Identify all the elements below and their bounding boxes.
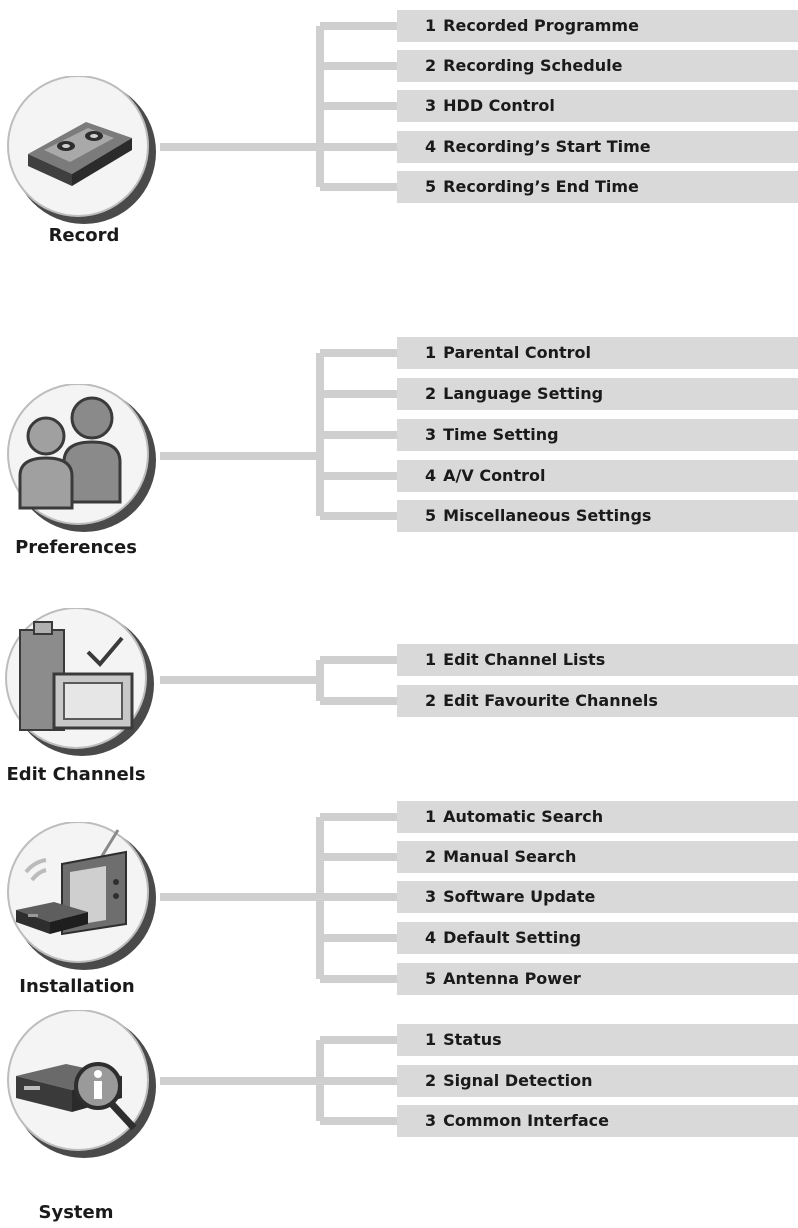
receiver-info-icon[interactable] [6, 1010, 156, 1160]
item-number: 4 [425, 928, 437, 947]
item-label: A/V Control [443, 466, 546, 485]
item-label: Edit Channel Lists [443, 650, 606, 669]
item-number: 2 [425, 1071, 437, 1090]
category-label-record: Record [48, 225, 120, 246]
item-label: Automatic Search [443, 807, 604, 826]
menu-item-automatic-search[interactable]: 1 Automatic Search [397, 801, 798, 833]
menu-item-signal-detection[interactable]: 2 Signal Detection [397, 1065, 798, 1097]
item-label: Recording’s End Time [443, 177, 639, 196]
item-number: 1 [425, 16, 437, 35]
menu-item-common-interface[interactable]: 3 Common Interface [397, 1105, 798, 1137]
item-number: 4 [425, 137, 437, 156]
menu-item-parental-control[interactable]: 1 Parental Control [397, 337, 798, 369]
item-number: 1 [425, 807, 437, 826]
item-number: 5 [425, 506, 437, 525]
menu-item-status[interactable]: 1 Status [397, 1024, 798, 1056]
item-number: 2 [425, 691, 437, 710]
item-number: 2 [425, 56, 437, 75]
item-number: 3 [425, 425, 437, 444]
item-label: Signal Detection [443, 1071, 593, 1090]
item-label: Recorded Programme [443, 16, 639, 35]
item-number: 2 [425, 384, 437, 403]
users-icon[interactable] [6, 384, 156, 534]
item-label: Default Setting [443, 928, 582, 947]
item-number: 1 [425, 1030, 437, 1049]
item-label: Recording’s Start Time [443, 137, 651, 156]
item-number: 4 [425, 466, 437, 485]
menu-item-edit-channel-lists[interactable]: 1 Edit Channel Lists [397, 644, 798, 676]
item-label: Manual Search [443, 847, 577, 866]
menu-item-software-update[interactable]: 3 Software Update [397, 881, 798, 913]
videotape-icon[interactable] [6, 76, 156, 226]
item-label: Language Setting [443, 384, 604, 403]
item-number: 5 [425, 177, 437, 196]
menu-item-default-setting[interactable]: 4 Default Setting [397, 922, 798, 954]
item-number: 2 [425, 847, 437, 866]
category-label-edit-channels: Edit Channels [6, 764, 146, 785]
item-label: Common Interface [443, 1111, 609, 1130]
item-number: 3 [425, 887, 437, 906]
item-label: Recording Schedule [443, 56, 623, 75]
category-label-preferences: Preferences [15, 537, 137, 558]
item-label: HDD Control [443, 96, 555, 115]
item-number: 5 [425, 969, 437, 988]
item-label: Antenna Power [443, 969, 581, 988]
item-label: Software Update [443, 887, 596, 906]
menu-item-time-setting[interactable]: 3 Time Setting [397, 419, 798, 451]
item-number: 1 [425, 343, 437, 362]
edit-channels-icon[interactable] [4, 608, 154, 758]
item-label: Edit Favourite Channels [443, 691, 658, 710]
menu-item-hdd-control[interactable]: 3 HDD Control [397, 90, 798, 122]
item-label: Miscellaneous Settings [443, 506, 652, 525]
menu-item-language-setting[interactable]: 2 Language Setting [397, 378, 798, 410]
item-label: Time Setting [443, 425, 559, 444]
item-label: Status [443, 1030, 502, 1049]
menu-item-recording-schedule[interactable]: 2 Recording Schedule [397, 50, 798, 82]
item-number: 3 [425, 96, 437, 115]
item-number: 1 [425, 650, 437, 669]
menu-item-manual-search[interactable]: 2 Manual Search [397, 841, 798, 873]
category-label-installation: Installation [19, 976, 135, 997]
menu-item-antenna-power[interactable]: 5 Antenna Power [397, 963, 798, 995]
item-number: 3 [425, 1111, 437, 1130]
menu-item-edit-favourite-channels[interactable]: 2 Edit Favourite Channels [397, 685, 798, 717]
menu-item-miscellaneous-settings[interactable]: 5 Miscellaneous Settings [397, 500, 798, 532]
item-label: Parental Control [443, 343, 592, 362]
menu-item-recording-end-time[interactable]: 5 Recording’s End Time [397, 171, 798, 203]
menu-item-recorded-programme[interactable]: 1 Recorded Programme [397, 10, 798, 42]
tv-antenna-icon[interactable] [6, 822, 156, 972]
menu-item-recording-start-time[interactable]: 4 Recording’s Start Time [397, 131, 798, 163]
menu-item-av-control[interactable]: 4 A/V Control [397, 460, 798, 492]
category-label-system: System [38, 1202, 114, 1223]
